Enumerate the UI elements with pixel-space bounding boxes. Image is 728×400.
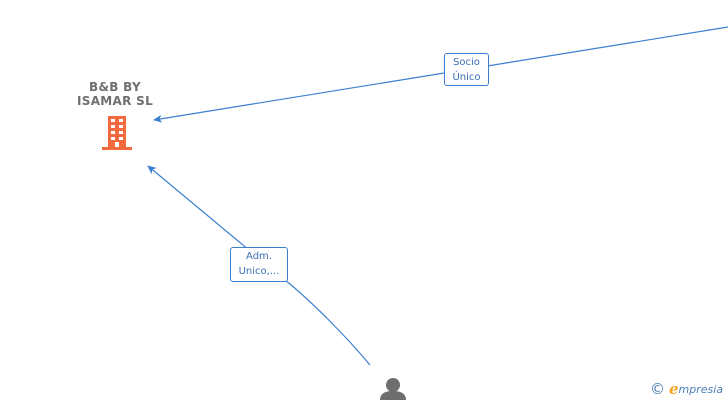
company-name[interactable]: B&B BY ISAMAR SL [60,80,170,108]
edge-socio-unico[interactable] [153,26,728,123]
edge-adm-unico[interactable] [147,165,371,366]
edge-label-adm-line1: Adm. [246,251,272,262]
company-name-line2: ISAMAR SL [76,94,154,108]
edge-label-adm-line2: Unico,... [238,266,280,277]
edge-label-adm-unico[interactable]: Adm. Unico,... [230,247,288,282]
brand-logo-text: mpresia [678,382,724,396]
edge-label-socio-line2: Único [452,72,481,83]
company-name-line1: B&B BY [89,80,141,94]
person-icon[interactable] [377,376,409,400]
building-icon[interactable] [100,115,134,151]
copyright-icon: © [650,380,665,398]
copyright-footer: © e mpresia [650,380,723,398]
edge-label-socio-unico[interactable]: Socio Único [444,53,489,86]
edge-label-socio-line1: Socio [453,57,480,68]
brand-logo-initial: e [669,380,679,398]
